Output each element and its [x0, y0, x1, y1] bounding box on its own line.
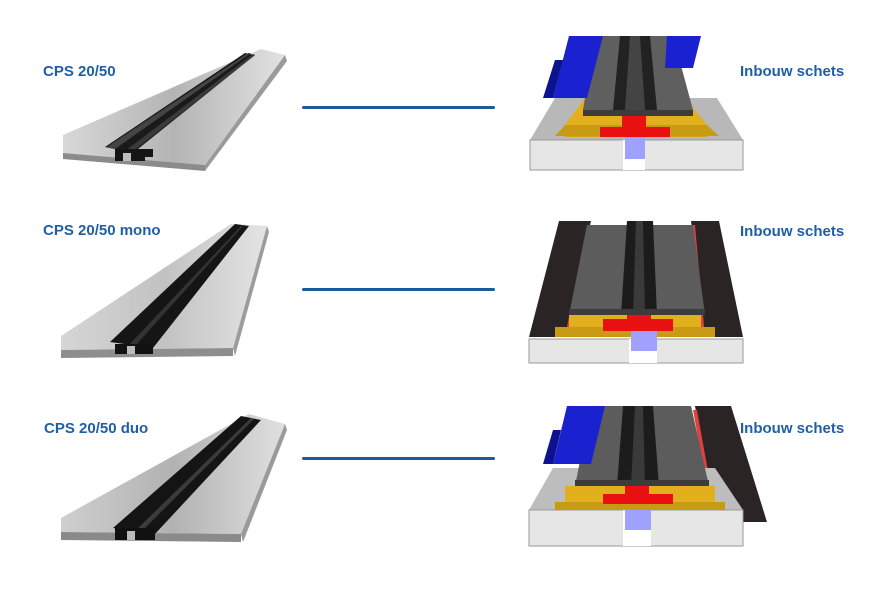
connector-line-row-2 [302, 288, 495, 291]
installation-sketch-row-1 [529, 36, 744, 171]
connector-line-row-3 [302, 457, 495, 460]
product-image-cps-20-50-duo [61, 414, 287, 542]
installation-sketch-row-2 [528, 221, 744, 364]
product-image-cps-20-50 [63, 49, 287, 171]
product-label-cps-20-50-mono: CPS 20/50 mono [43, 222, 161, 239]
product-image-cps-20-50-mono [61, 224, 269, 358]
product-label-cps-20-50: CPS 20/50 [43, 63, 116, 80]
connector-line-row-1 [302, 106, 495, 109]
product-label-cps-20-50-duo: CPS 20/50 duo [44, 420, 149, 437]
sketch-label-row-1: Inbouw schets [740, 63, 845, 80]
sketch-label-row-2: Inbouw schets [740, 223, 845, 240]
sketch-label-row-3: Inbouw schets [740, 420, 845, 437]
installation-sketch-row-3 [528, 406, 767, 547]
